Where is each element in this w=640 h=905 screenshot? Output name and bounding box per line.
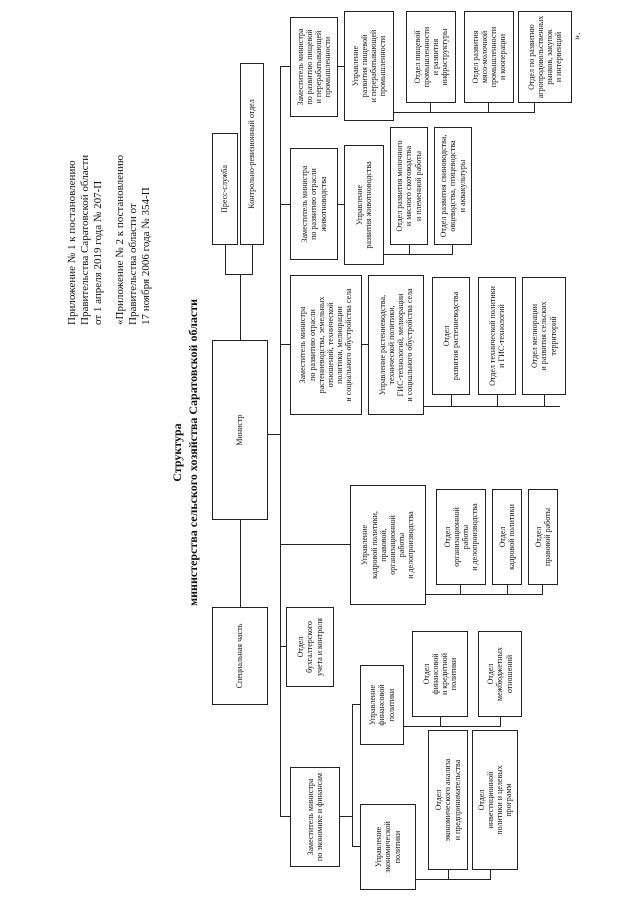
col5-sub-spine — [384, 254, 452, 255]
connector-right-vertical — [225, 274, 252, 275]
connector-minister-down — [268, 434, 280, 435]
chart-subtitle: министерства сельского хозяйства Саратов… — [186, 298, 200, 607]
col5-sub-link-1 — [409, 245, 410, 255]
meat-dairy-coop-dept-box: Отдел развития мясо-молочной промышленно… — [464, 11, 514, 103]
col1-drop-econ — [352, 846, 360, 847]
col1-link — [340, 816, 352, 817]
econ-sub-link-2 — [490, 870, 491, 880]
tech-gis-dept-box: Отдел технической политики и ГИС-техноло… — [478, 277, 516, 395]
interbudget-dept-box: Отдел межбюджетных отношений — [478, 631, 522, 717]
livestock-dept-box: Управление развития животноводства — [344, 145, 384, 265]
col4-sub-link-2 — [497, 395, 498, 407]
col3-sub-link-1 — [460, 585, 461, 595]
closing-quote-mark: ». — [572, 32, 583, 41]
chart-title: Структура — [170, 423, 184, 482]
food-infrastructure-dept-box: Отдел пищевой промышленности и развития … — [406, 11, 456, 103]
col4-sub-spine — [424, 406, 560, 407]
connector-to-press — [225, 245, 226, 275]
drop-col4 — [280, 344, 290, 345]
invest-programs-dept-box: Отдел инвестиционной политики и целевых … — [472, 730, 518, 870]
control-audit-box: Контрольно-ревизионный отдел — [240, 63, 264, 245]
col3-sub-link-3 — [542, 585, 543, 595]
replaces-note: «Приложение № 2 к постановлению Правител… — [114, 154, 152, 325]
org-work-dept-box: Отдел организационной работы и делопроиз… — [436, 489, 486, 585]
econ-sub-spine — [416, 879, 490, 880]
pig-sheep-poultry-dept-box: Отдел развития свиноводства, овцеводства… — [434, 127, 472, 245]
press-service-box: Пресс-служба — [212, 133, 238, 245]
melioration-rural-dept-box: Отдел мелиорации и развития сельских тер… — [522, 277, 566, 395]
drop-col5 — [280, 204, 290, 205]
econ-sub-link-1 — [448, 870, 449, 880]
col1-bus — [352, 705, 353, 847]
col6-sub-link-2 — [488, 103, 489, 113]
minister-box: Министр — [212, 340, 268, 520]
col4-sub-link-1 — [451, 395, 452, 407]
drop-col6 — [280, 66, 290, 67]
hr-legal-dept-box: Управление кадровой политики, правовой, … — [350, 485, 426, 605]
dairy-beef-dept-box: Отдел развития молочного и мясного ското… — [390, 127, 428, 245]
deputy-crops-box: Заместитель министра по развитию отрасли… — [290, 275, 362, 415]
legal-work-dept-box: Отдел правовой работы — [528, 489, 558, 585]
col6-sub-link-1 — [430, 103, 431, 113]
col1-drop-fin — [352, 704, 360, 705]
fin-sub-spine — [404, 726, 500, 727]
drop-col3 — [280, 544, 350, 545]
food-industry-dept-box: Управление развития пищевой и перерабаты… — [344, 11, 394, 121]
connector-special-minister — [240, 520, 241, 607]
econ-analysis-dept-box: Отдел экономического анализа и предприни… — [428, 730, 468, 870]
col3-sub-link-2 — [507, 585, 508, 595]
fin-sub-link-2 — [500, 717, 501, 727]
appendix-note: Приложение № 1 к постановлению Правитель… — [66, 154, 104, 325]
col6-sub-spine — [394, 112, 534, 113]
drop-col1 — [280, 816, 290, 817]
col6-sub-link-3 — [534, 103, 535, 113]
connector-main-bus — [280, 67, 281, 817]
hr-policy-dept-box: Отдел кадровой политики — [492, 489, 522, 585]
connector-minister-right — [240, 275, 241, 340]
crops-dept-box: Управление растениеводства, технической … — [368, 275, 424, 415]
deputy-food-industry-box: Заместитель министра по развитию пищевой… — [290, 17, 338, 117]
deputy-economy-box: Заместитель министра по экономике и фина… — [290, 767, 340, 867]
col3-sub-spine — [426, 594, 542, 595]
econ-policy-dept-box: Управление экономической политики — [360, 804, 416, 890]
col5-sub-link-2 — [452, 245, 453, 255]
deputy-livestock-box: Заместитель министра по развитию отрасли… — [290, 148, 338, 260]
crop-development-dept-box: Отдел развития растениеводства — [432, 277, 470, 395]
col4-sub-link-3 — [544, 395, 545, 407]
special-part-box: Специальная часть — [212, 607, 268, 705]
fin-sub-link-1 — [440, 717, 441, 727]
fin-credit-dept-box: Отдел финансовой и кредитной политики — [412, 631, 468, 717]
connector-to-control — [252, 245, 253, 275]
finance-policy-dept-box: Управление финансовой политики — [360, 665, 404, 745]
accounting-dept-box: Отдел бухгалтерского учета и контроля — [286, 607, 334, 687]
agro-markets-dept-box: Отдел по развитию агропродовольственных … — [518, 11, 572, 103]
